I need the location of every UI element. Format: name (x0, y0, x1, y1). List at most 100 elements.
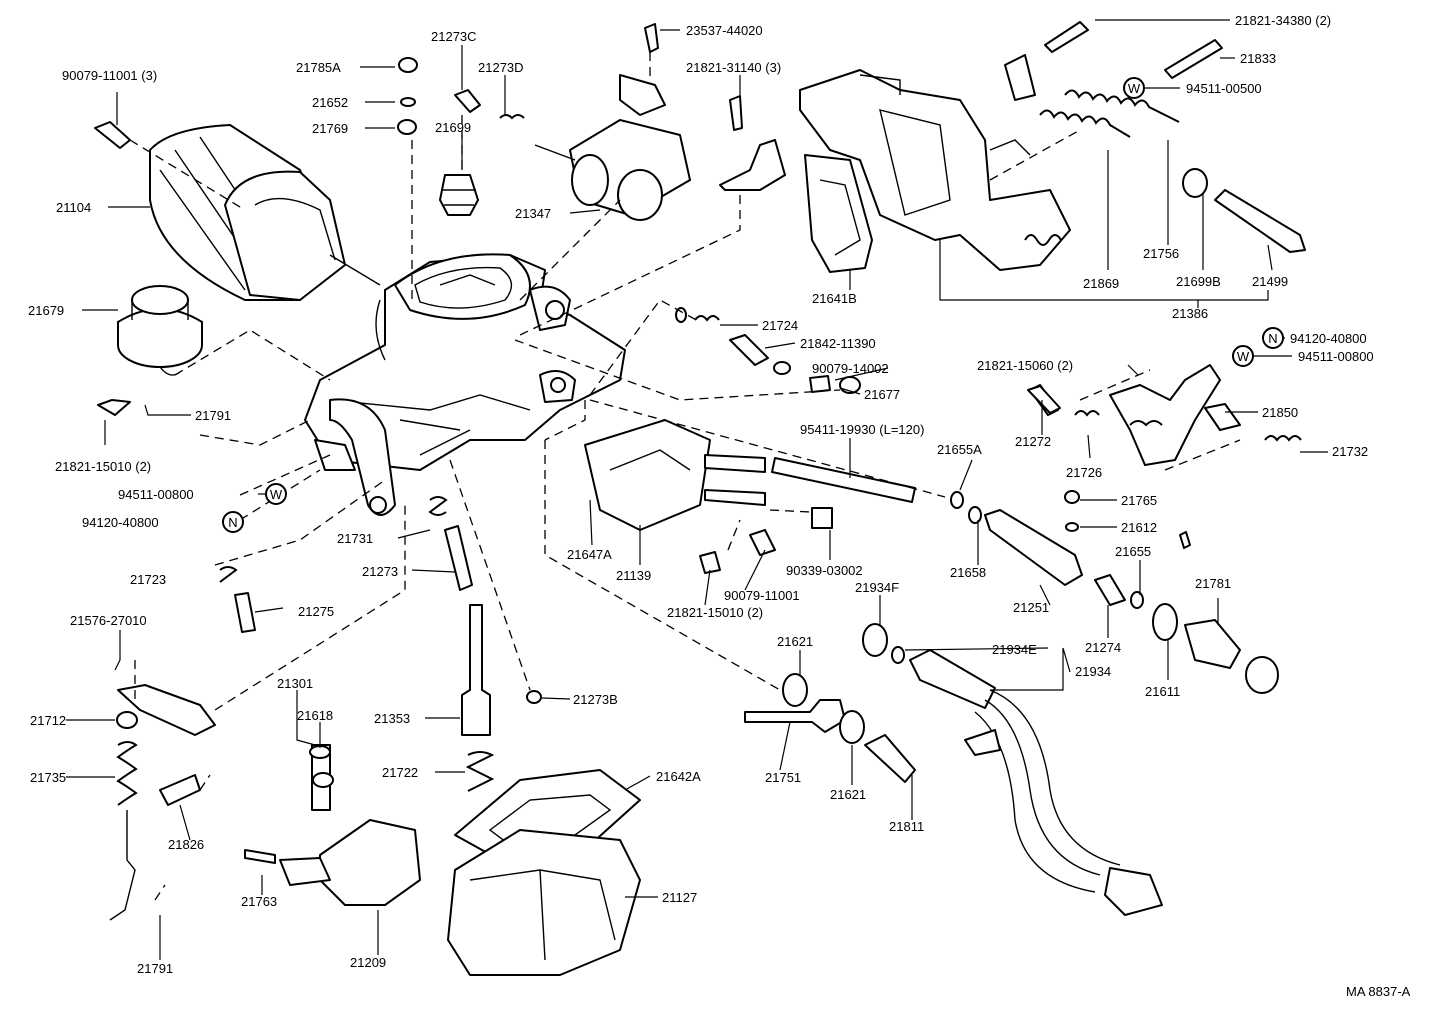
label-21273c: 21273C (431, 29, 477, 44)
label-21612: 21612 (1121, 520, 1157, 535)
label-21722: 21722 (382, 765, 418, 780)
part-labels: 90079-11001 (3) 21785A 21273C 21273D 235… (28, 13, 1374, 976)
label-21723: 21723 (130, 572, 166, 587)
label-21732: 21732 (1332, 444, 1368, 459)
leader-lines (66, 19, 1328, 960)
part-21699-boot (439, 174, 479, 216)
label-21785a: 21785A (296, 60, 341, 75)
part-21274-jet (1094, 574, 1126, 606)
w-mark-top-right: W (1123, 77, 1145, 99)
label-90079-14002: 90079-14002 (812, 361, 889, 376)
label-21791-upper: 21791 (195, 408, 231, 423)
drawing-code: MA 8837-A (1346, 984, 1411, 999)
label-23537-44020: 23537-44020 (686, 23, 763, 38)
label-21251: 21251 (1013, 600, 1049, 615)
label-21726: 21726 (1066, 465, 1102, 480)
label-21274: 21274 (1085, 640, 1121, 655)
label-21765: 21765 (1121, 493, 1157, 508)
label-21821-31140-3: 21821-31140 (3) (686, 60, 781, 75)
part-bracket (719, 139, 786, 191)
label-21826: 21826 (168, 837, 204, 852)
part-21934-sensor (909, 649, 1163, 916)
label-21735: 21735 (30, 770, 66, 785)
label-95411-19930: 95411-19930 (L=120) (800, 422, 924, 437)
label-21811: 21811 (889, 819, 924, 834)
part-21139-body (584, 419, 766, 531)
part-21679-diaphragm (117, 285, 203, 376)
label-21621-upper: 21621 (777, 634, 813, 649)
part-21781-plug (1184, 619, 1279, 694)
label-90079-11001: 90079-11001 (724, 588, 800, 603)
label-21821-15060-2: 21821-15060 (2) (977, 358, 1073, 373)
part-21641b-gasket (804, 154, 873, 273)
n-mark-right: N (1262, 327, 1284, 349)
svg-text:W: W (270, 487, 283, 502)
part-plug (811, 507, 833, 529)
label-21386: 21386 (1172, 306, 1208, 321)
w-mark-left: W (265, 483, 287, 505)
part-orings (312, 97, 1144, 788)
label-21139: 21139 (616, 568, 651, 583)
label-21275: 21275 (298, 604, 334, 619)
label-21273b: 21273B (573, 692, 618, 707)
label-21731: 21731 (337, 531, 373, 546)
label-21655a: 21655A (937, 442, 982, 457)
label-21353: 21353 (374, 711, 410, 726)
label-21611: 21611 (1145, 684, 1180, 699)
part-small-fasteners (94, 21, 1223, 704)
label-21652: 21652 (312, 95, 348, 110)
label-94511-00800-left: 94511-00800 (118, 487, 194, 502)
label-21499: 21499 (1252, 274, 1288, 289)
part-throttle-lever (314, 398, 396, 516)
label-21209: 21209 (350, 955, 386, 970)
svg-text:N: N (228, 515, 237, 530)
part-21386-assembly (799, 54, 1071, 271)
label-21769: 21769 (312, 121, 348, 136)
part-right-lever-group (1029, 364, 1302, 466)
label-21756: 21756 (1143, 246, 1179, 261)
label-21869: 21869 (1083, 276, 1119, 291)
label-21641b: 21641B (812, 291, 857, 306)
label-21618: 21618 (297, 708, 333, 723)
dashed-assembly-lines (129, 52, 1241, 901)
label-21347: 21347 (515, 206, 551, 221)
label-90339-03002: 90339-03002 (786, 563, 863, 578)
label-21724: 21724 (762, 318, 798, 333)
label-21301: 21301 (277, 676, 313, 691)
part-21209-float (244, 819, 421, 906)
part-21251-valve (984, 509, 1083, 586)
label-94120-40800-right: 94120-40800 (1290, 331, 1367, 346)
label-21763: 21763 (241, 894, 277, 909)
label-21699: 21699 (435, 120, 471, 135)
label-21658: 21658 (950, 565, 986, 580)
svg-text:N: N (1268, 331, 1277, 346)
label-21821-34380-2: 21821-34380 (2) (1235, 13, 1331, 28)
part-21699b-bushing (1182, 168, 1208, 198)
part-21811-screw (864, 734, 916, 783)
label-21273: 21273 (362, 564, 398, 579)
part-21127-bowl (447, 829, 641, 976)
label-21127: 21127 (662, 890, 697, 905)
part-21347-choke-breaker (534, 74, 691, 221)
label-21655: 21655 (1115, 544, 1151, 559)
label-21621-lower: 21621 (830, 787, 866, 802)
label-21679: 21679 (28, 303, 64, 318)
label-21712: 21712 (30, 713, 66, 728)
label-90079-11001-3: 90079-11001 (3) (62, 68, 157, 83)
label-21647a: 21647A (567, 547, 612, 562)
label-21821-15010-2-left: 21821-15010 (2) (55, 459, 151, 474)
nw-marks: W N W W N (222, 77, 1284, 533)
label-21850: 21850 (1262, 405, 1298, 420)
label-21576-27010: 21576-27010 (70, 613, 147, 628)
part-21499-rod (1214, 189, 1306, 253)
part-hose (771, 457, 916, 503)
label-21751: 21751 (765, 770, 801, 785)
label-21677: 21677 (864, 387, 900, 402)
label-21272: 21272 (1015, 434, 1051, 449)
label-21934e: 21934E (992, 642, 1037, 657)
svg-text:W: W (1237, 349, 1250, 364)
label-21273d: 21273D (478, 60, 524, 75)
part-21104-housing (149, 124, 381, 301)
label-94511-00800-right: 94511-00800 (1298, 349, 1374, 364)
